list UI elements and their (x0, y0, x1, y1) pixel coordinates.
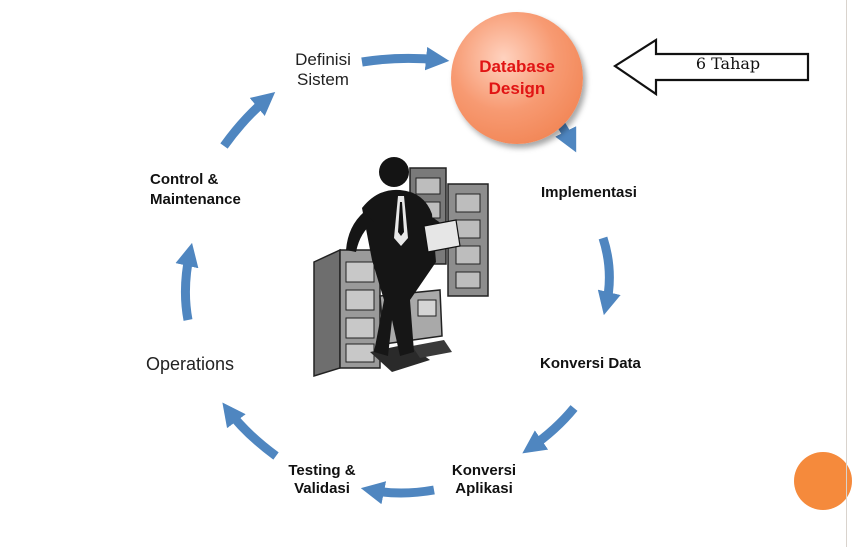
arrow-testing-to-operations (222, 402, 279, 460)
arrow-aplikasi-to-testing (360, 481, 435, 505)
stage-operations: Operations (146, 354, 235, 374)
stage-definisi-sistem: Definisi Sistem (295, 50, 351, 90)
stage-konversi-data: Konversi Data (540, 355, 641, 372)
stage-control-maintenance: Control & Maintenance (150, 171, 241, 209)
stage-testing-validasi: Testing & Validasi (288, 462, 356, 497)
arrow-operations-to-control (175, 242, 199, 321)
slide-edge-divider (846, 0, 847, 547)
arrow-implementasi-to-konversi-data (597, 236, 621, 316)
callout-label: 6 Tahap (695, 54, 761, 73)
decorative-orange-dot (794, 452, 852, 510)
stage-implementasi: Implementasi (541, 184, 637, 201)
highlighted-stage-circle: Database Design (451, 12, 583, 144)
arrow-definisi-to-database (361, 46, 450, 71)
stage-database-design: Database Design (479, 56, 555, 98)
arrow-control-to-definisi (220, 92, 276, 149)
arrow-konversi-data-to-aplikasi (522, 405, 578, 454)
office-worker-with-filing-cabinets-icon (313, 157, 489, 378)
callout-arrow (612, 37, 810, 97)
stage-konversi-aplikasi: Konversi Aplikasi (451, 462, 517, 497)
